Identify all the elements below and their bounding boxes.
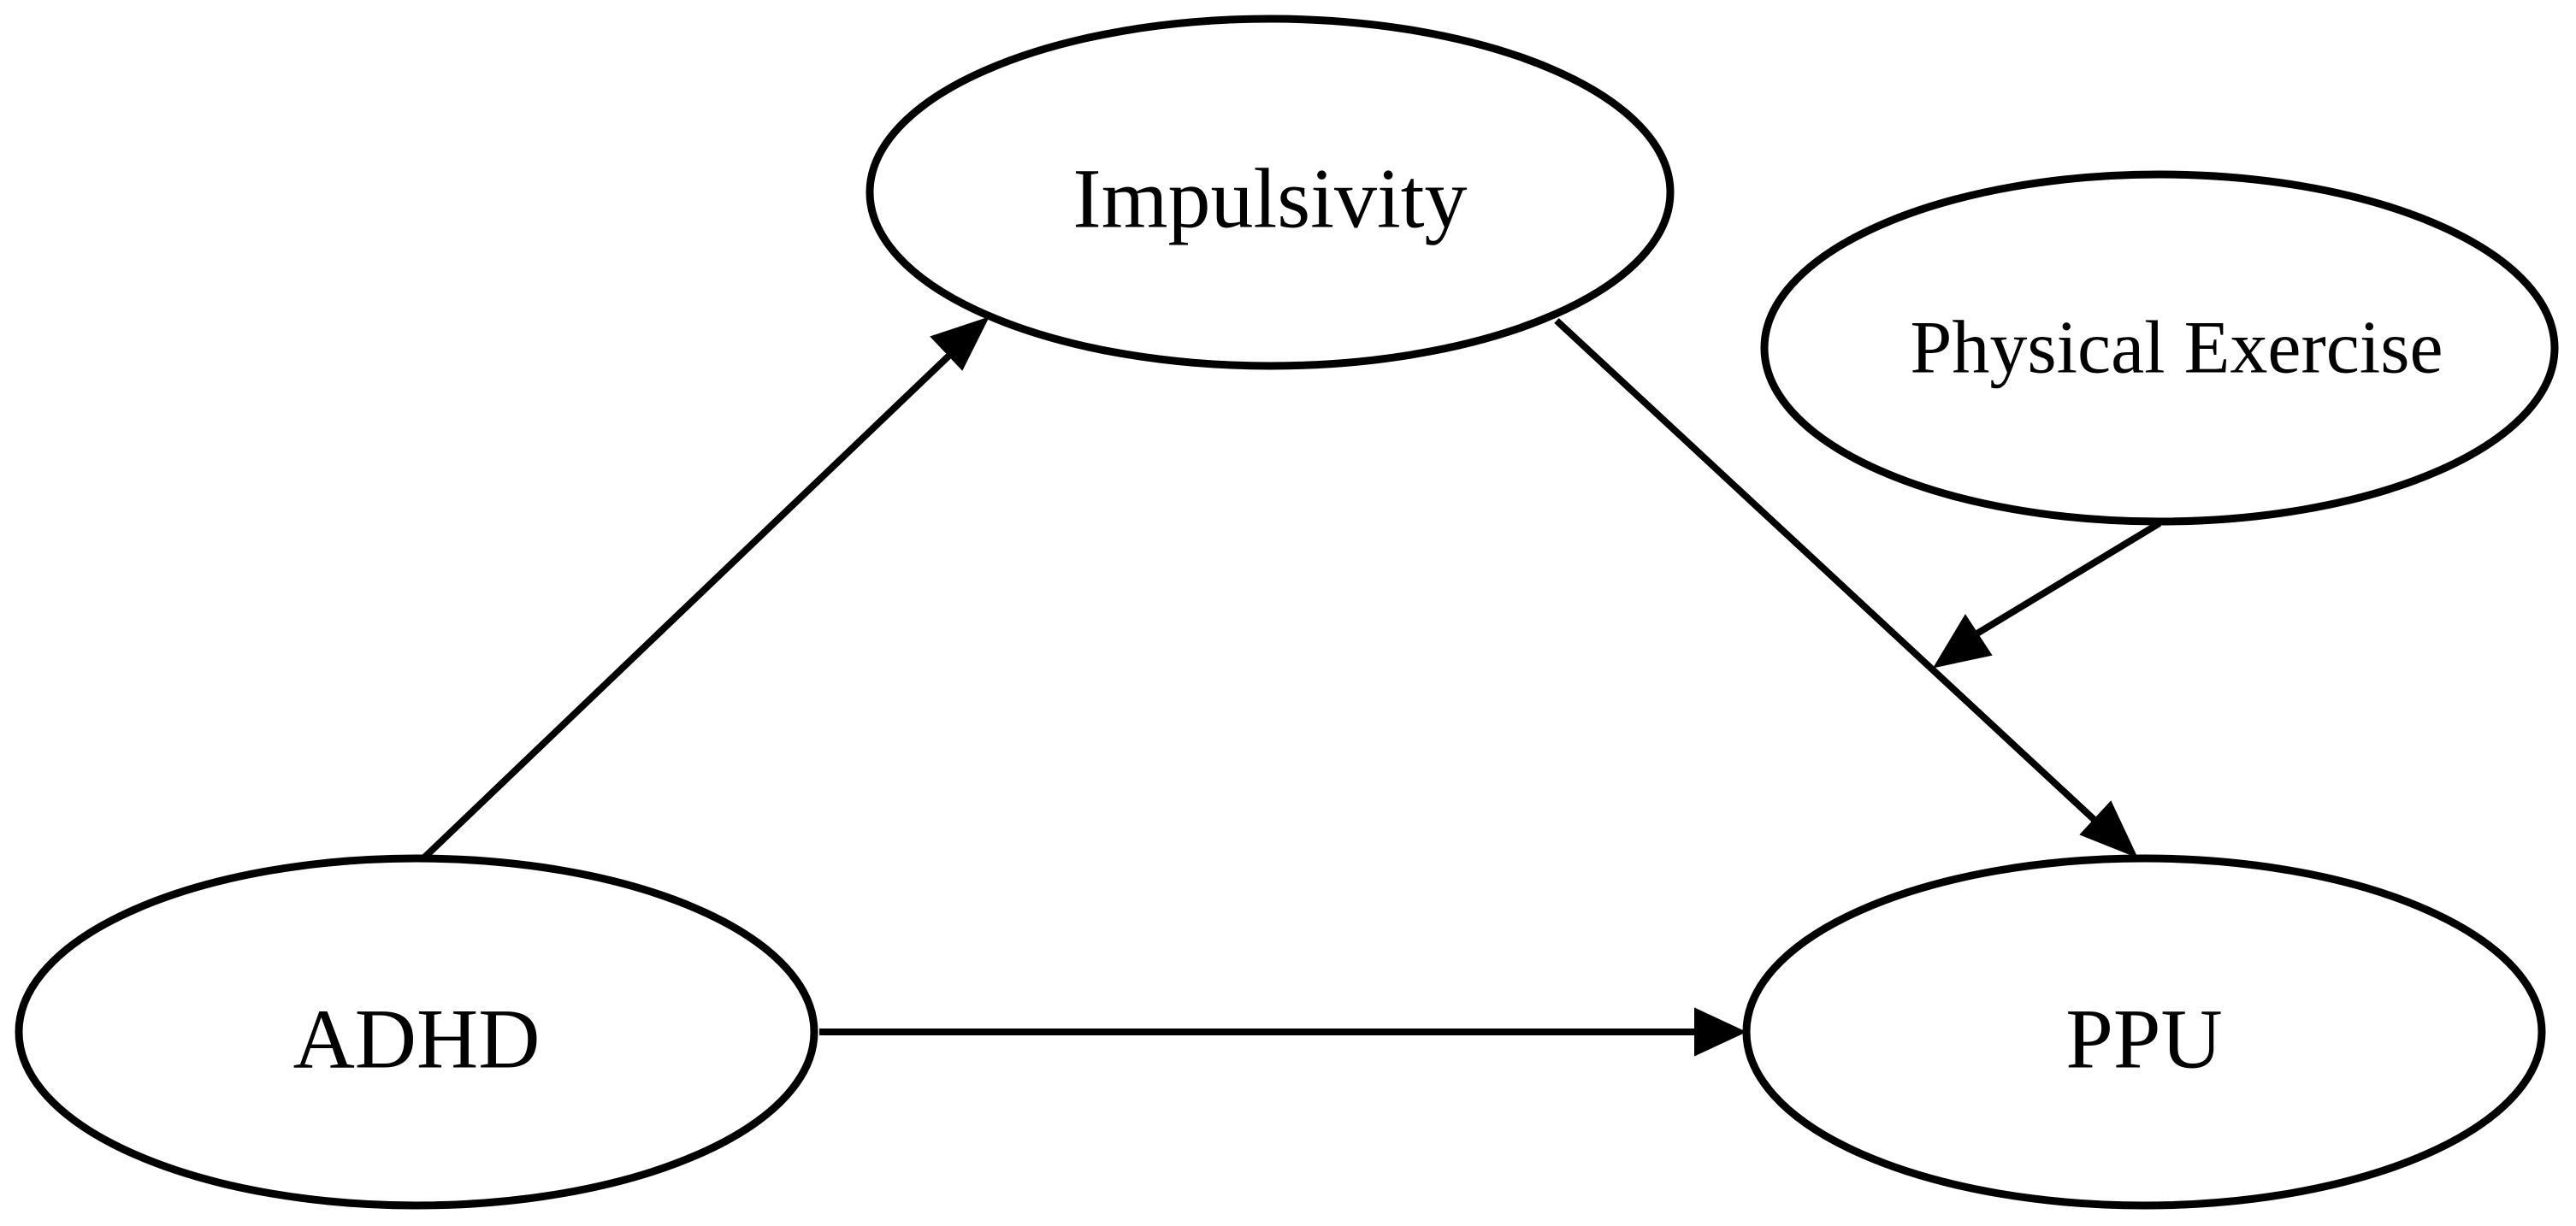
arrowhead-impulsivity-to-ppu	[2079, 800, 2138, 858]
edge-physical-exercise-moderation	[1973, 520, 2162, 638]
edge-adhd-to-impulsivity	[420, 346, 959, 862]
adhd-label: ADHD	[293, 992, 541, 1087]
node-adhd: ADHD	[15, 854, 818, 1210]
node-ppu: PPU	[1742, 854, 2546, 1210]
node-impulsivity: Impulsivity	[866, 15, 1675, 370]
ppu-label: PPU	[2065, 992, 2222, 1087]
arrowhead-physical-exercise-moderation	[1932, 614, 1993, 669]
adhd-ellipse	[15, 854, 818, 1210]
node-physical-exercise: Physical Exercise	[1760, 170, 2559, 526]
impulsivity-label: Impulsivity	[1072, 151, 1467, 246]
arrowhead-adhd-to-impulsivity	[930, 316, 990, 371]
impulsivity-ellipse	[866, 15, 1675, 370]
edge-impulsivity-to-ppu	[1554, 318, 2098, 823]
physical-exercise-ellipse	[1760, 170, 2559, 526]
edges	[420, 316, 2162, 1057]
ppu-ellipse	[1742, 854, 2546, 1210]
physical-exercise-label: Physical Exercise	[1910, 307, 2443, 390]
arrowhead-adhd-to-ppu	[1694, 1007, 1747, 1057]
